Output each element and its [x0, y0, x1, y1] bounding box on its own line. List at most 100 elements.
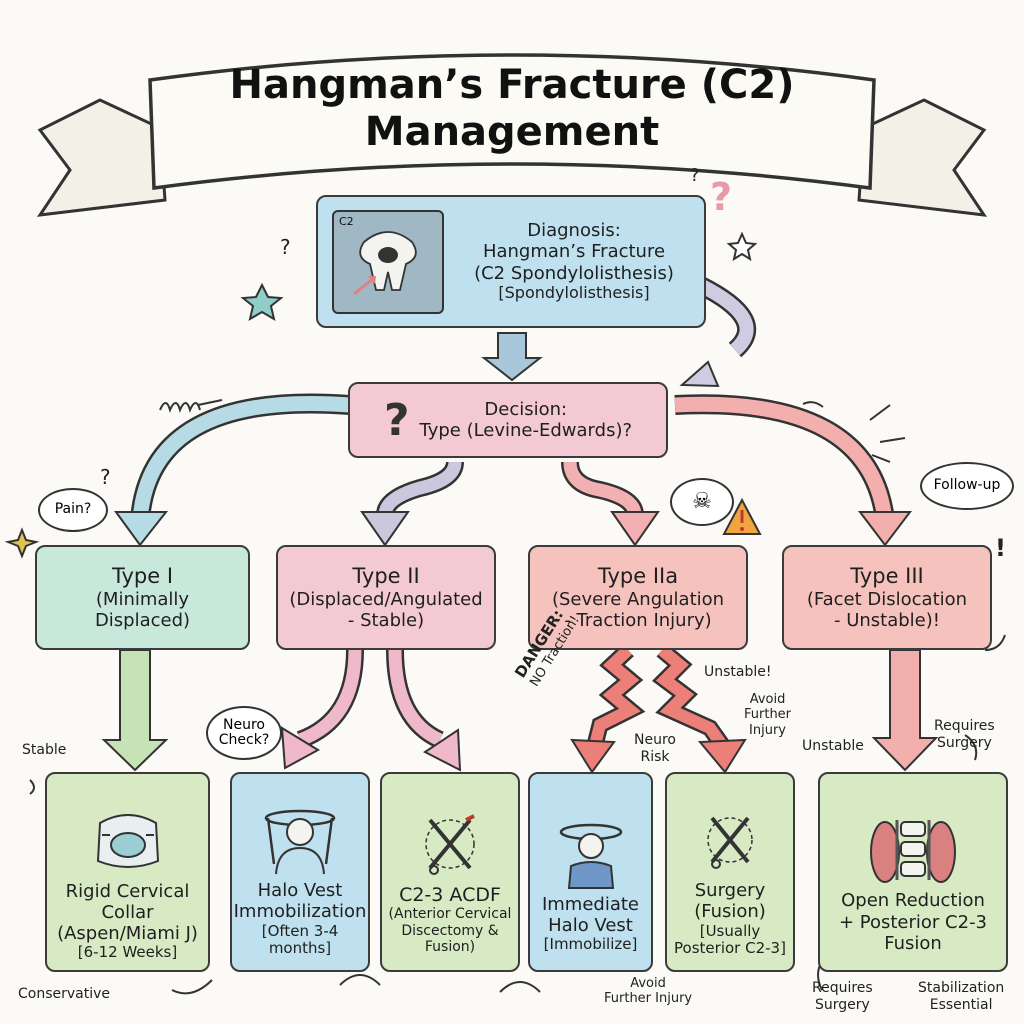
treatment-acdf-line-1: C2-3 ACDF — [399, 884, 501, 907]
treatment-fusion-line-3: Fusion — [884, 932, 942, 954]
c2-xray-image: C2 — [332, 209, 444, 314]
decision-box: ? Decision: Type (Levine-Edwards)? — [348, 382, 668, 458]
title-line-2: Management — [364, 109, 660, 156]
type-3-line-2: - Unstable)! — [833, 609, 940, 631]
stable-note: Stable — [22, 742, 67, 758]
question-mark-icon: ? — [383, 394, 410, 446]
neuro-check-bubble: Neuro Check? — [206, 706, 282, 760]
treatment-halo-line-4: months] — [268, 939, 332, 958]
treatment-surgery-box: Surgery (Fusion) [Usually Posterior C2-3… — [665, 772, 795, 972]
treatment-immediate-halo-line-2: Halo Vest — [548, 915, 633, 937]
type-1-line-2: Displaced) — [94, 609, 191, 631]
treatment-collar-line-4: [6-12 Weeks] — [77, 943, 178, 962]
type-3-box: Type III (Facet Dislocation - Unstable)! — [782, 545, 992, 650]
decision-line-1: Decision: — [484, 398, 568, 420]
treatment-fusion-line-1: Open Reduction — [841, 890, 985, 912]
treatment-surgery-line-1: Surgery — [694, 880, 766, 902]
type-1-box: Type I (Minimally Displaced) — [35, 545, 250, 650]
title-line-1: Hangman’s Fracture (C2) — [229, 62, 795, 108]
treatment-halo-line-2: Immobilization — [233, 901, 367, 923]
skull-bubble: ☠ — [670, 478, 734, 526]
spinal-fixation-icon — [870, 820, 956, 884]
type-2a-line-1: (Severe Angulation — [551, 588, 725, 610]
type-2a-line-2: - Traction Injury) — [564, 609, 712, 631]
diagnosis-heading: Diagnosis: — [527, 220, 621, 242]
arrow-type-2-to-acdf — [386, 649, 462, 772]
treatment-collar-line-3: (Aspen/Miami J) — [57, 923, 198, 945]
stabilization-note: Stabilization Essential — [918, 980, 1005, 1013]
type-2-line-2: - Stable) — [347, 609, 425, 631]
unstable-note-2: Unstable — [802, 738, 864, 754]
arrow-to-type-2a — [561, 461, 660, 547]
treatment-collar-line-1: Rigid Cervical — [65, 880, 190, 902]
requires-surgery-note-bottom: Requires Surgery — [812, 980, 873, 1013]
title-banner — [36, 53, 988, 217]
arrow-type-2a-to-halo — [570, 643, 646, 774]
type-2a-box: Type IIa (Severe Angulation - Traction I… — [528, 545, 748, 650]
arrow-to-type-1 — [114, 393, 351, 547]
type-3-line-1: (Facet Dislocation — [806, 588, 968, 610]
treatment-immediate-halo-line-1: Immediate — [541, 893, 640, 915]
treatment-acdf-line-2: (Anterior Cervical — [388, 906, 512, 923]
treatment-collar-box: Rigid Cervical Collar (Aspen/Miami J) [6… — [45, 772, 210, 972]
exclamation-icon: ! — [995, 534, 1006, 562]
treatment-collar-line-2: Collar — [101, 901, 154, 923]
type-2-title: Type II — [352, 563, 420, 588]
type-2-line-1: (Displaced/Angulated — [289, 588, 483, 610]
type-1-title: Type I — [111, 563, 174, 588]
diagnosis-line-1: Hangman’s Fracture — [482, 241, 666, 263]
page-title: Hangman’s Fracture (C2) Management — [150, 62, 874, 156]
follow-up-bubble: Follow-up — [920, 462, 1014, 510]
avoid-injury-note-bottom: Avoid Further Injury — [604, 976, 693, 1007]
question-mark-icon: ? — [280, 235, 291, 259]
avoid-injury-note: Avoid Further Injury — [744, 692, 792, 738]
treatment-acdf-line-4: Fusion) — [424, 939, 476, 956]
surgical-tools-icon — [707, 816, 753, 870]
cervical-collar-icon — [96, 813, 159, 868]
diagnosis-box: C2 Diagnosis: Hangman’s Fracture (C2 Spo… — [316, 195, 706, 328]
arrow-type-3-to-fusion — [871, 649, 939, 772]
arrow-type-2-to-halo — [280, 649, 364, 770]
treatment-fusion-line-2: + Posterior C2-3 — [838, 911, 988, 933]
treatment-immediate-halo-line-3: [Immobilize] — [543, 935, 638, 954]
diagnosis-text: Diagnosis: Hangman’s Fracture (C2 Spondy… — [444, 220, 704, 303]
type-2-box: Type II (Displaced/Angulated - Stable) — [276, 545, 496, 650]
decision-line-2: Type (Levine-Edwards)? — [419, 420, 633, 441]
warning-triangle-icon — [722, 497, 762, 535]
skull-icon: ☠ — [692, 488, 712, 514]
arrow-type-2a-to-surgery — [652, 643, 747, 774]
arrow-diagnosis-to-decision — [481, 276, 757, 388]
type-3-title: Type III — [850, 563, 924, 588]
pain-bubble: Pain? — [38, 488, 108, 532]
halo-vest-icon — [264, 809, 336, 875]
treatment-fusion-box: Open Reduction + Posterior C2-3 Fusion — [818, 772, 1008, 972]
conservative-note: Conservative — [18, 986, 111, 1002]
type-1-line-1: (Minimally — [95, 588, 190, 610]
arrow-to-type-2 — [360, 460, 464, 547]
decision-text: Decision: Type (Levine-Edwards)? — [420, 399, 633, 441]
arrow-to-type-3 — [674, 394, 913, 547]
treatment-halo-line-3: [Often 3-4 — [261, 921, 339, 940]
question-mark-icon: ? — [100, 465, 111, 489]
image-label: C2 — [339, 214, 354, 228]
treatment-acdf-line-3: Discectomy & — [401, 922, 499, 939]
vertebra-icon — [353, 230, 417, 295]
requires-surgery-note-top: Requires Surgery — [934, 718, 995, 751]
treatment-surgery-line-4: Posterior C2-3] — [674, 939, 786, 958]
treatment-surgery-line-2: (Fusion) — [694, 901, 766, 923]
diagnosis-line-2: (C2 Spondylolisthesis) — [474, 262, 674, 284]
halo-vest-icon — [559, 823, 622, 889]
question-mark-icon: ? — [710, 175, 733, 219]
diagnosis-line-3: [Spondylolisthesis] — [498, 282, 650, 302]
treatment-acdf-box: C2-3 ACDF (Anterior Cervical Discectomy … — [380, 772, 520, 972]
treatment-halo-box: Halo Vest Immobilization [Often 3-4 mont… — [230, 772, 370, 972]
treatment-halo-line-1: Halo Vest — [257, 880, 343, 902]
type-2a-title: Type IIa — [597, 563, 679, 588]
treatment-surgery-line-3: [Usually — [699, 921, 761, 940]
arrow-type-1-to-collar — [101, 649, 169, 772]
unstable-note-1: Unstable! — [704, 664, 772, 680]
treatment-immediate-halo-box: Immediate Halo Vest [Immobilize] — [528, 772, 653, 972]
neuro-risk-note: Neuro Risk — [634, 732, 676, 765]
